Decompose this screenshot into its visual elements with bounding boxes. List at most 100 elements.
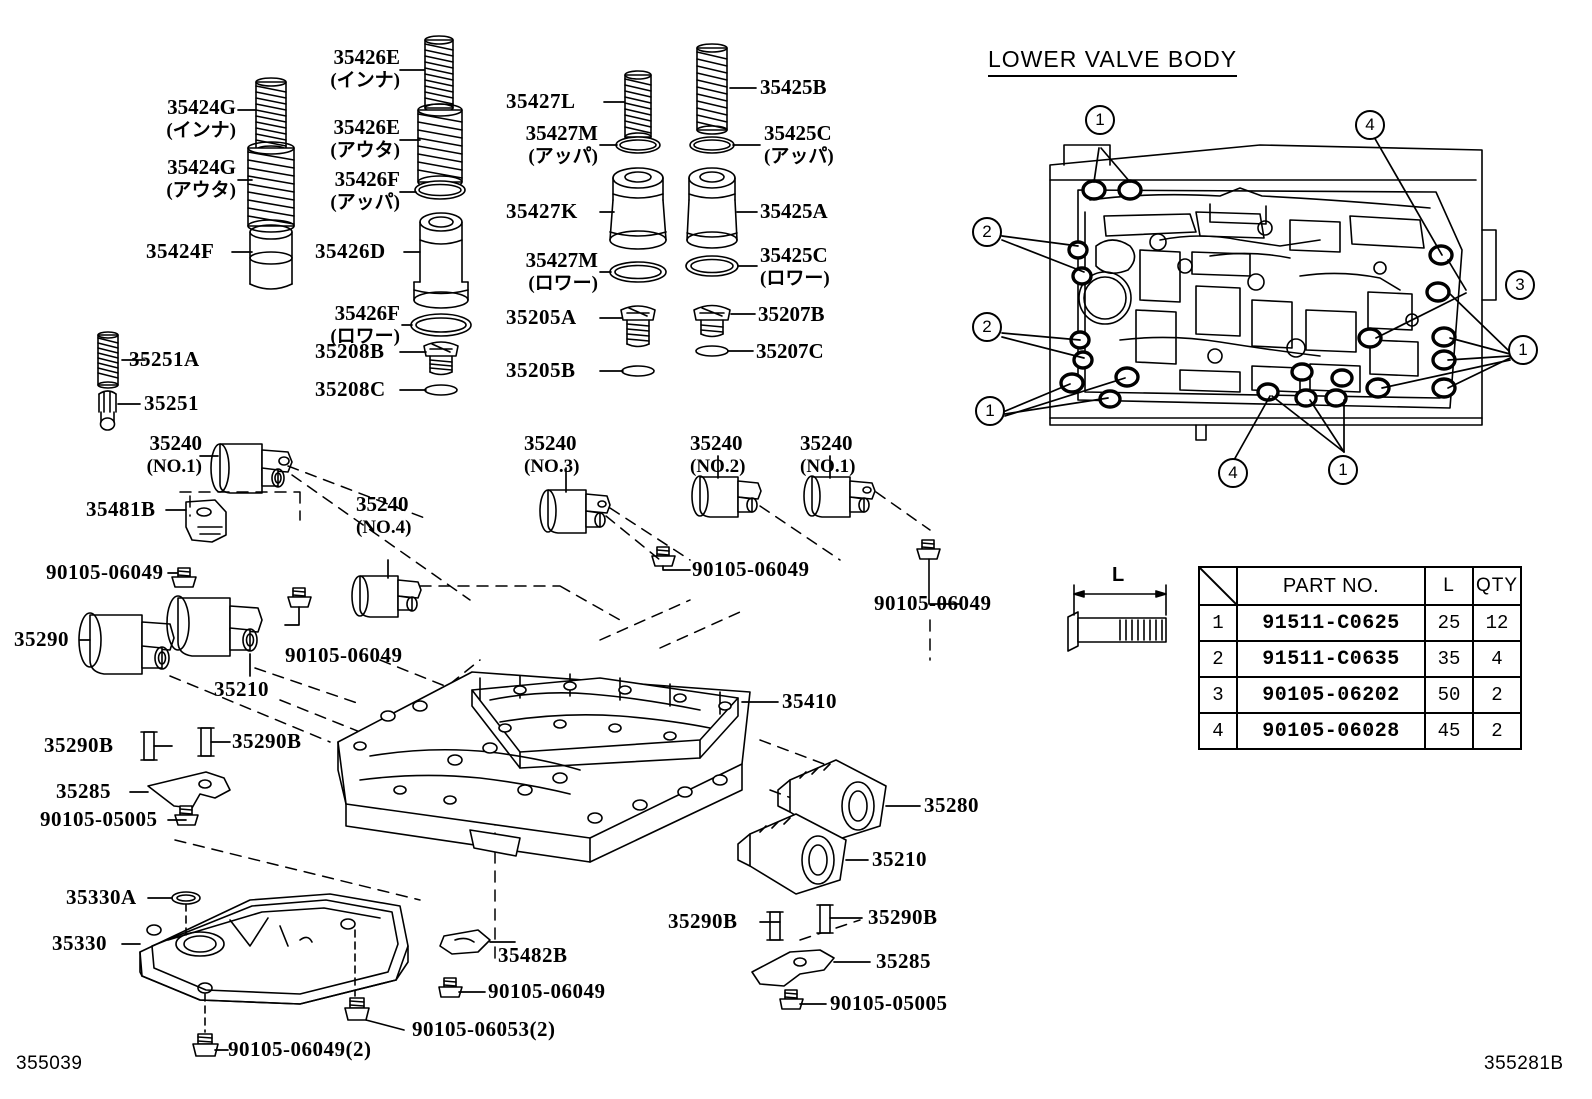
bolt-90105-06049-c [651, 546, 676, 567]
part-35482B [439, 929, 491, 955]
label-35424F: 35424F [146, 239, 215, 263]
bolt-90105-06049-d [916, 539, 941, 601]
label-35427K: 35427K [506, 199, 578, 223]
row-part-no: 90105-06202 [1236, 676, 1426, 714]
label-main: 35425C [760, 243, 828, 267]
row-part-no: 91511-C0625 [1236, 604, 1426, 642]
label-35481B: 35481B [86, 497, 156, 521]
row-length: 45 [1424, 712, 1474, 750]
assembly-guide-lines [169, 465, 931, 961]
table-row: 4 90105-06028 45 2 [1198, 712, 1522, 750]
part-35290B-d [816, 904, 834, 934]
label-90105-06053: 90105-06053(2) [412, 1017, 556, 1041]
row-qty: 2 [1472, 712, 1522, 750]
label-90105-06049-b: 90105-06049 [285, 643, 403, 667]
part-35240-no4 [351, 575, 422, 618]
bolt-dimension-illustration [1067, 584, 1167, 652]
label-35330A: 35330A [66, 885, 137, 909]
label-35426D: 35426D [315, 239, 386, 263]
part-35426E-outer [417, 103, 463, 189]
row-length: 25 [1424, 604, 1474, 642]
part-35427L [624, 70, 652, 142]
label-90105-06049-a: 90105-06049 [46, 560, 164, 584]
callout-4-bottom: 4 [1218, 458, 1248, 488]
part-35240-no1-a [210, 443, 293, 494]
label-sub: (アッパ) [764, 145, 834, 167]
part-35427K [609, 167, 667, 250]
label-main: 35425A [760, 199, 828, 223]
label-35424G-outer: 35424G (アウタ) [136, 155, 236, 201]
table-header-row: PART NO. L QTY [1198, 566, 1522, 606]
label-sub: (ロワー) [760, 267, 830, 289]
leader-lines [79, 69, 961, 1051]
row-index: 4 [1198, 712, 1238, 750]
bolt-90105-06049-a [171, 567, 197, 588]
part-35290 [78, 612, 175, 675]
label-35290B-c: 35290B [668, 909, 738, 933]
part-35207B [693, 304, 731, 338]
label-35425C-lower: 35425C (ロワー) [760, 243, 830, 289]
section-title: LOWER VALVE BODY [988, 46, 1238, 77]
label-main: 35425C [764, 121, 832, 145]
bolt-90105-06049-b [287, 587, 312, 608]
table-row: 2 91511-C0635 35 4 [1198, 640, 1522, 678]
label-35427M-lower: 35427M (ロワー) [498, 248, 598, 294]
part-35207C [695, 345, 729, 357]
label-sub: (NO.1) [800, 455, 856, 477]
label-main: 35240 [800, 431, 853, 455]
label-main: 35240 [356, 492, 409, 516]
label-35240-no1-a: 35240 (NO.1) [130, 431, 202, 477]
label-sub: (アウタ) [330, 139, 400, 161]
lower-valve-body-illustration [1001, 129, 1511, 461]
part-35280 [777, 759, 887, 841]
table-header-part-no: PART NO. [1236, 566, 1426, 606]
label-35425C-upper: 35425C (アッパ) [764, 121, 834, 167]
part-35426D [413, 212, 469, 309]
label-sub: (インナ) [166, 119, 236, 141]
label-35251A: 35251A [129, 347, 200, 371]
label-35205B: 35205B [506, 358, 576, 382]
part-35424F [249, 224, 293, 290]
corner-id-left: 355039 [16, 1053, 83, 1074]
part-35285-right [751, 949, 835, 987]
label-35208C: 35208C [315, 377, 386, 401]
table-row: 3 90105-06202 50 2 [1198, 676, 1522, 714]
row-part-no: 91511-C0635 [1236, 640, 1426, 678]
label-35251: 35251 [144, 391, 199, 415]
table-corner-cell [1198, 566, 1238, 606]
label-main: 35424G [167, 155, 236, 179]
label-35205A: 35205A [506, 305, 577, 329]
part-35426E-inner [424, 35, 454, 113]
label-35290B-a: 35290B [44, 733, 114, 757]
callout-1-left: 1 [975, 396, 1005, 426]
row-index: 2 [1198, 640, 1238, 678]
label-35330: 35330 [52, 931, 107, 955]
row-part-no: 90105-06028 [1236, 712, 1426, 750]
part-35210-left [166, 595, 263, 657]
row-qty: 12 [1472, 604, 1522, 642]
label-35285-left: 35285 [56, 779, 111, 803]
parts-table: PART NO. L QTY 1 91511-C0625 25 12 2 915… [1198, 566, 1522, 750]
label-35425B: 35425B [760, 75, 827, 100]
part-35425B [696, 43, 728, 135]
label-main: 35426E [333, 115, 400, 139]
label-35427L: 35427L [506, 89, 576, 113]
part-35424G-outer [247, 141, 295, 233]
row-qty: 2 [1472, 676, 1522, 714]
bolt-90105-06049-f [192, 1033, 219, 1057]
label-35482B: 35482B [498, 943, 568, 967]
label-sub: (NO.3) [524, 455, 580, 477]
label-35210-right: 35210 [872, 847, 927, 871]
label-main: 35426F [334, 301, 400, 325]
label-35285-right: 35285 [876, 949, 931, 973]
label-35280: 35280 [924, 793, 979, 817]
label-35426E-outer: 35426E (アウタ) [300, 115, 400, 161]
label-main: 35207C [756, 339, 824, 363]
label-sub: (ロワー) [330, 325, 400, 347]
label-35290B-b: 35290B [232, 729, 302, 753]
label-90105-05005-b: 90105-05005 [830, 991, 948, 1015]
label-main: 35425B [760, 75, 827, 99]
table-row: 1 91511-C0625 25 12 [1198, 604, 1522, 642]
label-main: 35207B [758, 302, 825, 326]
